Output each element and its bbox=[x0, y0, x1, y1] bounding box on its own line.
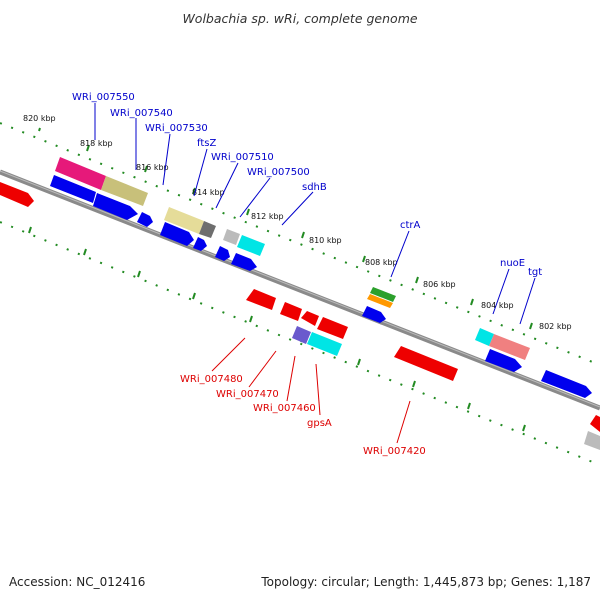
gene-label: WRi_007510 bbox=[211, 152, 274, 163]
cds-feature-blue bbox=[541, 370, 592, 398]
gene-label: ftsZ bbox=[197, 138, 216, 149]
scale-label: 802 kbp bbox=[539, 322, 572, 331]
cds-feature-cyan bbox=[307, 332, 342, 356]
scale-label: 810 kbp bbox=[309, 236, 342, 245]
major-tick bbox=[137, 270, 141, 278]
cds-feature-khaki bbox=[164, 207, 204, 234]
cds-feature-blue bbox=[50, 175, 96, 203]
cds-feature-orange bbox=[367, 294, 393, 308]
major-tick bbox=[38, 127, 41, 132]
cds-feature-cyan bbox=[475, 328, 494, 346]
major-tick bbox=[522, 424, 526, 432]
gene-label: WRi_007460 bbox=[253, 403, 316, 414]
cds-feature-salmon bbox=[489, 334, 530, 360]
major-tick bbox=[362, 255, 366, 263]
scale-label: 804 kbp bbox=[481, 301, 514, 310]
cds-feature-pink bbox=[55, 157, 106, 190]
cds-feature-red bbox=[590, 415, 600, 432]
major-tick bbox=[529, 322, 533, 330]
genome-summary-text: Topology: circular; Length: 1,445,873 bp… bbox=[261, 575, 591, 589]
scale-label: 814 kbp bbox=[192, 188, 225, 197]
scale-label: 808 kbp bbox=[365, 258, 398, 267]
map-title: Wolbachia sp. wRi, complete genome bbox=[182, 11, 417, 26]
cds-feature-slateblue bbox=[292, 326, 311, 344]
gene-label: gpsA bbox=[307, 418, 332, 429]
cds-feature-lightgray bbox=[584, 431, 600, 450]
cds-feature-khaki bbox=[101, 176, 148, 206]
cds-feature-cyan bbox=[237, 235, 265, 256]
cds-feature-blue bbox=[137, 212, 153, 227]
major-tick bbox=[144, 165, 148, 173]
major-tick bbox=[192, 187, 196, 195]
cds-feature-blue bbox=[362, 306, 386, 323]
scale-label: 818 kbp bbox=[80, 139, 113, 148]
reverse-gene-labels: WRi_007480 WRi_007470 WRi_007460 gpsA WR… bbox=[180, 374, 426, 457]
forward-label-connectors bbox=[94, 103, 536, 325]
cds-feature-blue bbox=[160, 222, 194, 246]
major-tick bbox=[28, 226, 32, 234]
reverse-features bbox=[0, 182, 600, 450]
scale-label: 806 kbp bbox=[423, 280, 456, 289]
cds-feature-red bbox=[246, 289, 276, 310]
gene-label: WRi_007480 bbox=[180, 374, 243, 385]
cds-feature-blue bbox=[231, 253, 257, 271]
scale-label: 812 kbp bbox=[251, 212, 284, 221]
cds-feature-red bbox=[280, 302, 302, 321]
gene-label: sdhB bbox=[302, 182, 327, 193]
forward-gene-labels: WRi_007550 WRi_007540 WRi_007530 ftsZ WR… bbox=[72, 92, 542, 278]
major-tick bbox=[467, 402, 471, 410]
cds-feature-green bbox=[370, 287, 396, 302]
cds-feature-gray bbox=[199, 221, 216, 238]
gene-label: nuoE bbox=[500, 258, 525, 269]
cds-feature-red bbox=[301, 311, 319, 326]
major-tick bbox=[192, 292, 196, 300]
major-tick bbox=[301, 231, 305, 239]
major-tick bbox=[357, 358, 361, 366]
gene-label: WRi_007540 bbox=[110, 108, 173, 119]
major-tick bbox=[249, 315, 253, 323]
gene-label: ctrA bbox=[400, 220, 421, 231]
major-tick bbox=[86, 144, 90, 152]
major-tick bbox=[246, 208, 250, 216]
cds-feature-lightgray bbox=[223, 229, 240, 245]
gene-label: WRi_007530 bbox=[145, 123, 208, 134]
scale-label: 820 kbp bbox=[23, 114, 56, 123]
cds-feature-red bbox=[317, 317, 348, 339]
cds-feature-red bbox=[0, 182, 34, 207]
gene-label: WRi_007500 bbox=[247, 167, 310, 178]
major-ticks bbox=[28, 127, 533, 432]
gene-label: WRi_007420 bbox=[363, 446, 426, 457]
major-tick bbox=[415, 276, 419, 284]
genome-backbone bbox=[0, 169, 600, 411]
gene-label: tgt bbox=[528, 267, 542, 278]
cds-feature-blue bbox=[93, 193, 138, 220]
reverse-label-connectors bbox=[211, 337, 411, 444]
cds-feature-blue bbox=[485, 349, 522, 372]
major-tick bbox=[412, 380, 416, 388]
gene-label: WRi_007550 bbox=[72, 92, 135, 103]
major-tick bbox=[83, 248, 87, 256]
cds-feature-blue bbox=[215, 246, 230, 261]
gene-label: WRi_007470 bbox=[216, 389, 279, 400]
accession-text: Accession: NC_012416 bbox=[9, 575, 146, 589]
scale-labels: 820 kbp 818 kbp 816 kbp 814 kbp 812 kbp … bbox=[23, 114, 572, 331]
scale-label: 816 kbp bbox=[136, 163, 169, 172]
forward-features bbox=[50, 157, 592, 398]
cds-feature-red bbox=[394, 346, 458, 381]
cds-feature-blue bbox=[193, 237, 207, 251]
major-tick bbox=[470, 298, 474, 306]
